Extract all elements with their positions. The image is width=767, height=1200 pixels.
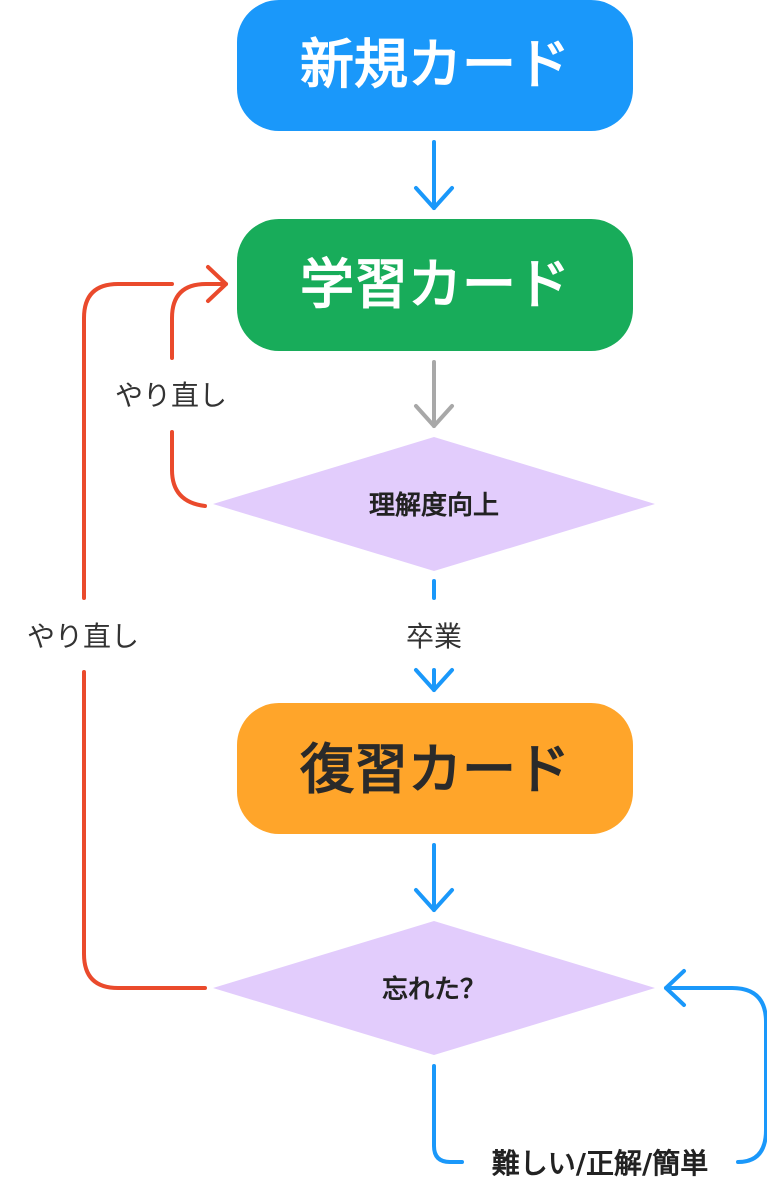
loop-label: 難しい/正解/簡単 [492, 1147, 708, 1180]
node-understanding[interactable]: 理解度向上 [213, 437, 655, 571]
edge-loop [432, 969, 767, 1164]
node-review-card[interactable]: 復習カード [237, 703, 633, 834]
review-card-label: 復習カード [299, 738, 570, 801]
forgot-label: 忘れた？ [382, 974, 486, 1005]
retry-outer-label: やり直し [27, 620, 139, 653]
node-learning-card[interactable]: 学習カード [237, 219, 633, 351]
edge-retry-inner [170, 265, 228, 508]
learning-card-label: 学習カード [300, 253, 570, 316]
node-new-card[interactable]: 新規カード [237, 0, 633, 131]
arrow-learning-to-understanding [414, 360, 454, 428]
edge-graduate [414, 579, 454, 692]
understanding-label: 理解度向上 [369, 490, 499, 521]
review-card-box [237, 703, 633, 834]
new-card-label: 新規カード [300, 33, 570, 96]
understanding-diamond [213, 437, 655, 571]
learning-card-box [237, 219, 633, 351]
graduate-label: 卒業 [406, 620, 462, 653]
edge-retry-outer [82, 282, 207, 990]
arrow-review-to-forgot [414, 843, 454, 912]
retry-inner-label: やり直し [115, 379, 227, 412]
forgot-diamond [213, 921, 655, 1055]
new-card-box [237, 0, 633, 131]
node-forgot[interactable]: 忘れた？ [213, 921, 655, 1055]
arrow-new-to-learning [414, 140, 454, 210]
